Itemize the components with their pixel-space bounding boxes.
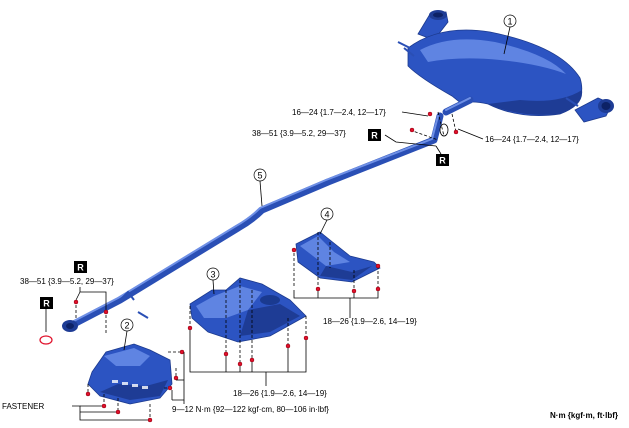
rear-joint-annotations: R R 16—24 {1.7—2.4, 12—17} 38—51 {3.9—5.… (252, 108, 579, 166)
callout-3: 3 (206, 267, 220, 295)
svg-text:R: R (371, 131, 378, 141)
front-joint-annotations: R 38—51 {3.9—5.2, 29—37} R (20, 261, 114, 345)
cover-4-part (295, 231, 381, 283)
torque-marker (427, 111, 433, 117)
svg-text:R: R (43, 299, 50, 309)
callout-2: 2 (120, 318, 134, 351)
torque-label-upper-right: 16—24 {1.7—2.4, 12—17} (485, 135, 579, 144)
callout-4-number: 4 (324, 210, 329, 220)
replace-tag-r1 (368, 129, 381, 141)
torque-marker (223, 351, 229, 357)
replace-tag-r2 (436, 154, 449, 166)
cover-2-annotations: 9—12 N·m {92—122 kgf·cm, 80—106 in·lbf} (164, 349, 329, 414)
fastener-marker (115, 409, 121, 415)
fastener-marker (147, 417, 153, 423)
cover-4-annotations: 18—26 {1.9—2.6, 14—19} (291, 232, 417, 326)
torque-marker (375, 263, 381, 269)
torque-marker (249, 357, 255, 363)
callout-2-number: 2 (124, 321, 129, 331)
svg-text:R: R (439, 156, 446, 166)
torque-label-cover-2: 9—12 N·m {92—122 kgf·cm, 80—106 in·lbf} (172, 405, 329, 414)
cover-2-part (87, 343, 173, 405)
torque-marker (291, 247, 297, 253)
torque-marker (167, 385, 173, 391)
torque-marker (73, 299, 79, 305)
callout-4: 4 (319, 207, 334, 235)
torque-marker (237, 361, 243, 367)
main-silencer-part (397, 10, 614, 123)
torque-label-cover-4: 18—26 {1.9—2.6, 14—19} (323, 317, 417, 326)
torque-marker (351, 288, 357, 294)
gasket-icon (39, 335, 53, 345)
fastener-label: FASTENER (2, 402, 44, 411)
callout-5: 5 (253, 168, 267, 207)
callout-5-number: 5 (257, 171, 262, 181)
cover-3-part (189, 277, 307, 343)
fastener-marker (85, 391, 91, 397)
torque-label-upper-left: 16—24 {1.7—2.4, 12—17} (292, 108, 386, 117)
replace-tag-r3 (74, 261, 87, 273)
torque-marker (303, 335, 309, 341)
torque-label-mid-joint: 38—51 {3.9—5.2, 29—37} (252, 129, 346, 138)
torque-marker (453, 129, 459, 135)
fastener-marker (101, 403, 107, 409)
callout-1: 1 (503, 14, 517, 55)
torque-label-front-joint: 38—51 {3.9—5.2, 29—37} (20, 277, 114, 286)
units-note: N·m {kgf·m, ft·lbf} (550, 411, 618, 420)
callout-1-number: 1 (507, 17, 512, 27)
torque-marker (103, 309, 109, 315)
svg-text:R: R (77, 263, 84, 273)
callout-3-number: 3 (210, 270, 215, 280)
exhaust-pipe-part (62, 112, 444, 332)
cover-3-annotations: 18—26 {1.9—2.6, 14—19} (187, 280, 327, 398)
torque-marker (375, 286, 381, 292)
replace-tag-r4 (40, 297, 53, 309)
torque-label-cover-3: 18—26 {1.9—2.6, 14—19} (233, 389, 327, 398)
torque-marker (173, 375, 179, 381)
torque-marker (179, 349, 185, 355)
fastener-annotations: FASTENER (2, 384, 153, 423)
torque-marker (187, 325, 193, 331)
torque-marker (409, 127, 415, 133)
torque-marker (285, 343, 291, 349)
torque-marker (315, 286, 321, 292)
